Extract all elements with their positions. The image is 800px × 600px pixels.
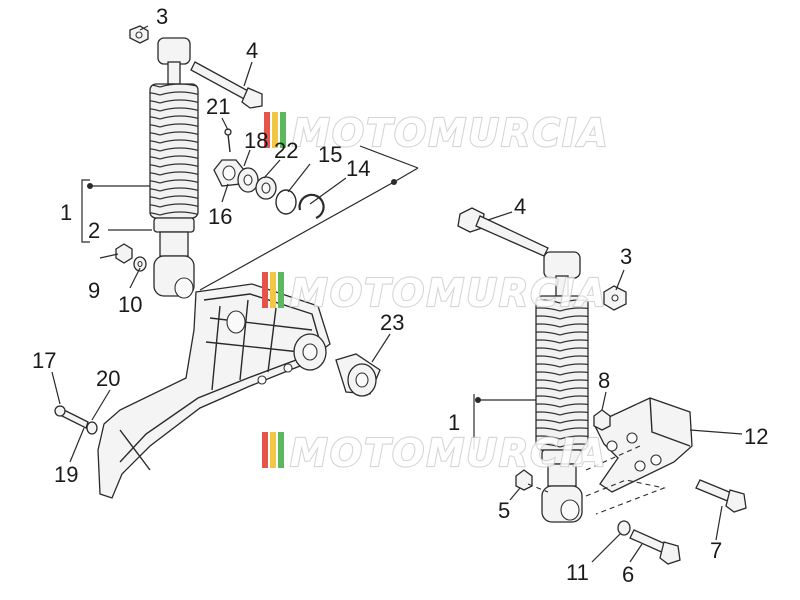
callout-16: 16 (208, 204, 232, 229)
callout-18: 18 (244, 128, 268, 153)
callout-15: 15 (318, 142, 342, 167)
right-shock-absorber (535, 251, 589, 523)
nut-icon (129, 25, 149, 44)
watermark-top: MOTOMURCIA (264, 110, 610, 156)
watermark-middle: MOTOMURCIA (262, 270, 608, 316)
watermark-text: MOTOMURCIA (290, 271, 608, 315)
bolt-icon (629, 529, 681, 565)
washer-icon (133, 256, 147, 272)
callout-7: 7 (710, 538, 722, 563)
callout-labels: 3 4 21 18 22 15 14 1 2 16 9 10 23 17 20 … (32, 4, 768, 587)
callout-4: 4 (246, 38, 258, 63)
callout-2: 2 (88, 218, 100, 243)
o-ring-icon (275, 189, 297, 215)
assembly-dashed-lines (527, 445, 666, 515)
callout-3: 3 (156, 4, 168, 29)
nut-icon (115, 243, 133, 264)
pin-icon (224, 128, 232, 153)
mounting-bracket (593, 397, 693, 493)
callout-20: 20 (96, 366, 120, 391)
callout-11: 11 (566, 560, 589, 585)
spacer-icon (255, 176, 277, 200)
bolt-icon (190, 61, 263, 109)
bolt-icon (695, 479, 747, 513)
callout-8: 8 (598, 368, 610, 393)
watermark-bottom: MOTOMURCIA (262, 430, 608, 476)
callout-19: 19 (54, 462, 78, 487)
callout-3-right: 3 (620, 244, 632, 269)
washer-icon (617, 520, 631, 536)
callout-4-right: 4 (514, 194, 526, 219)
swingarm-bracket (97, 283, 331, 499)
nut-icon (593, 409, 611, 431)
callout-12: 12 (744, 424, 768, 449)
callout-6: 6 (622, 562, 634, 587)
bushing-icon (335, 353, 381, 397)
screw-icon (54, 405, 98, 435)
callout-10: 10 (118, 292, 142, 317)
callout-1: 1 (60, 200, 72, 225)
callout-22: 22 (274, 138, 298, 163)
watermark-text: MOTOMURCIA (292, 111, 610, 155)
circlip-icon (298, 193, 325, 220)
callout-23: 23 (380, 310, 404, 335)
nut-icon (603, 285, 627, 311)
leader-lines (51, 25, 743, 563)
washer-icon (237, 167, 259, 193)
callout-5: 5 (498, 498, 510, 523)
callout-9: 9 (88, 278, 100, 303)
callout-14: 14 (346, 156, 370, 181)
bolt-icon (457, 207, 549, 257)
left-shock-absorber (149, 37, 199, 299)
callout-1-right: 1 (448, 410, 460, 435)
watermark-text: MOTOMURCIA (290, 431, 608, 475)
gear-nut-icon (213, 159, 245, 187)
callout-21: 21 (206, 94, 230, 119)
callout-17: 17 (32, 348, 56, 373)
